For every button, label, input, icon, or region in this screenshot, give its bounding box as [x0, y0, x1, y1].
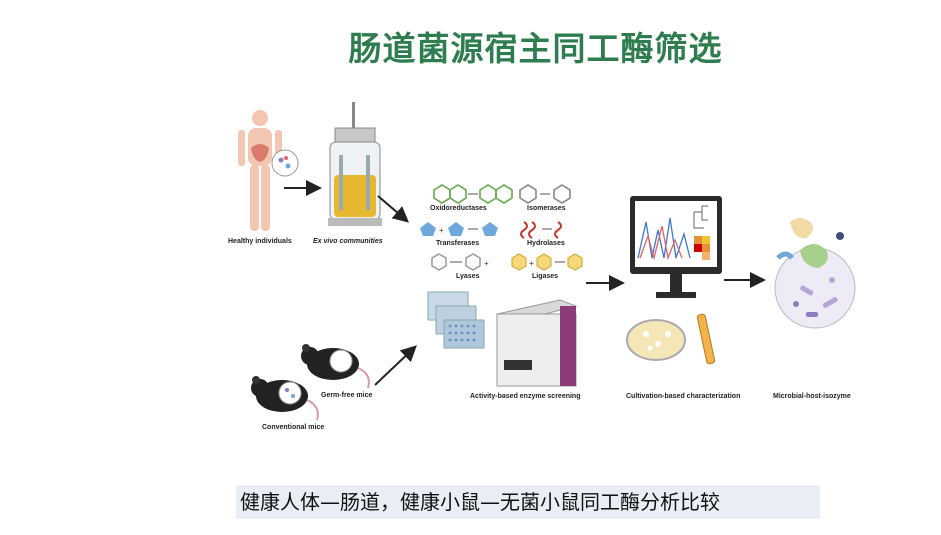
- microplate-stack-icon: [427, 291, 485, 349]
- human-figure-icon: [238, 110, 299, 231]
- page-title: 肠道菌源宿主同工酶筛选: [348, 29, 723, 68]
- svg-text:+: +: [484, 259, 489, 268]
- lyase-icon: +: [431, 253, 489, 271]
- ligases-label: Ligases: [532, 273, 559, 280]
- conventional-mouse-icon: [251, 376, 319, 421]
- isomerase-icon: [519, 184, 571, 204]
- ligase-icon: +: [511, 253, 583, 271]
- svg-text:+: +: [529, 259, 534, 268]
- isozyme-label: Microbial-host-isozyme: [773, 393, 851, 400]
- test-tube-icon: [696, 313, 716, 365]
- lyases-label: Lyases: [456, 273, 480, 280]
- isozyme-microbe-icon: [774, 218, 856, 329]
- enzyme-classes-panel: + + +: [420, 184, 583, 271]
- hydrolase-icon: [520, 221, 562, 239]
- plate-reader-icon: [495, 299, 578, 387]
- caption-bar: 健康人体—肠道，健康小鼠—无菌小鼠同工酶分析比较: [236, 485, 820, 519]
- transferase-icon: +: [420, 222, 498, 236]
- germ-free-mouse-icon: [301, 344, 370, 389]
- oxidoreductase-icon: [433, 184, 513, 204]
- bioreactor-icon: [328, 102, 382, 226]
- isomerases-label: Isomerases: [527, 205, 566, 212]
- monitor-icon: [630, 196, 722, 298]
- transferases-label: Transferases: [436, 240, 480, 247]
- germ-free-label: Germ-free mice: [321, 392, 373, 399]
- ex-vivo-label: Ex vivo communities: [313, 238, 383, 245]
- svg-text:+: +: [439, 226, 444, 235]
- hydrolases-label: Hydrolases: [527, 240, 565, 247]
- cultivation-label: Cultivation-based characterization: [626, 393, 741, 400]
- oxidoreductases-label: Oxidoreductases: [430, 205, 487, 212]
- healthy-individuals-label: Healthy individuals: [228, 238, 292, 245]
- conventional-label: Conventional mice: [262, 424, 325, 431]
- activity-screening-label: Activity-based enzyme screening: [470, 393, 581, 400]
- petri-dish-icon: [626, 319, 686, 361]
